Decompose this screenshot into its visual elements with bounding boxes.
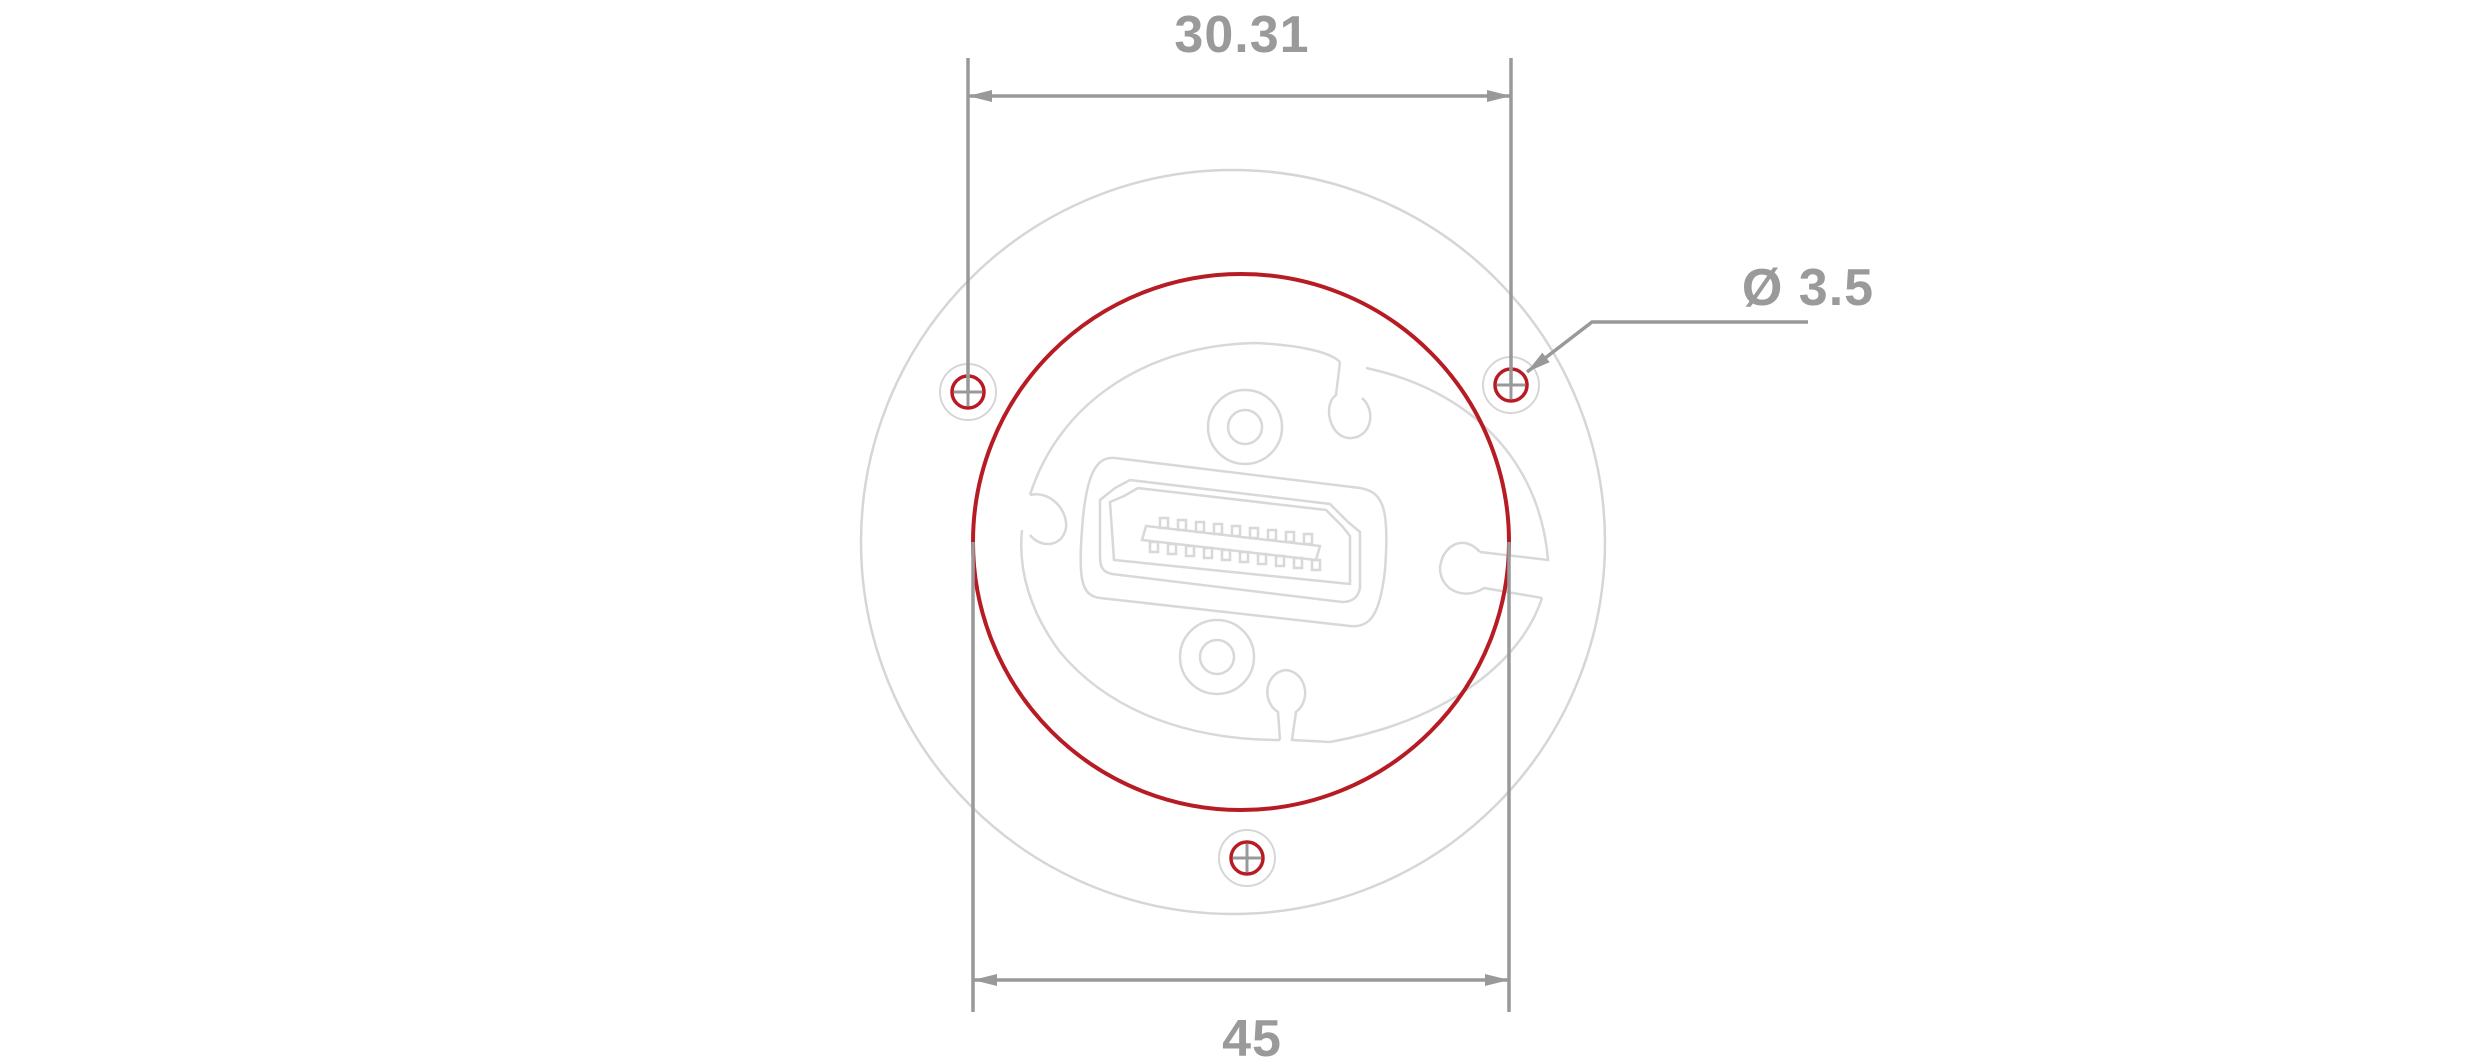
bottom-dimension-label: 45 [1222, 1010, 1282, 1061]
outer-flange [859, 168, 1607, 916]
top-dimension-label: 30.31 [1174, 6, 1309, 64]
hole-diameter-leader [1525, 320, 1808, 374]
connector-body [1020, 341, 1550, 744]
mounting-hole-bottom [1218, 829, 1276, 887]
top-dimension [966, 58, 1513, 392]
hole-diameter-label: Ø 3.5 [1742, 259, 1874, 317]
bottom-dimension [971, 542, 1511, 1012]
